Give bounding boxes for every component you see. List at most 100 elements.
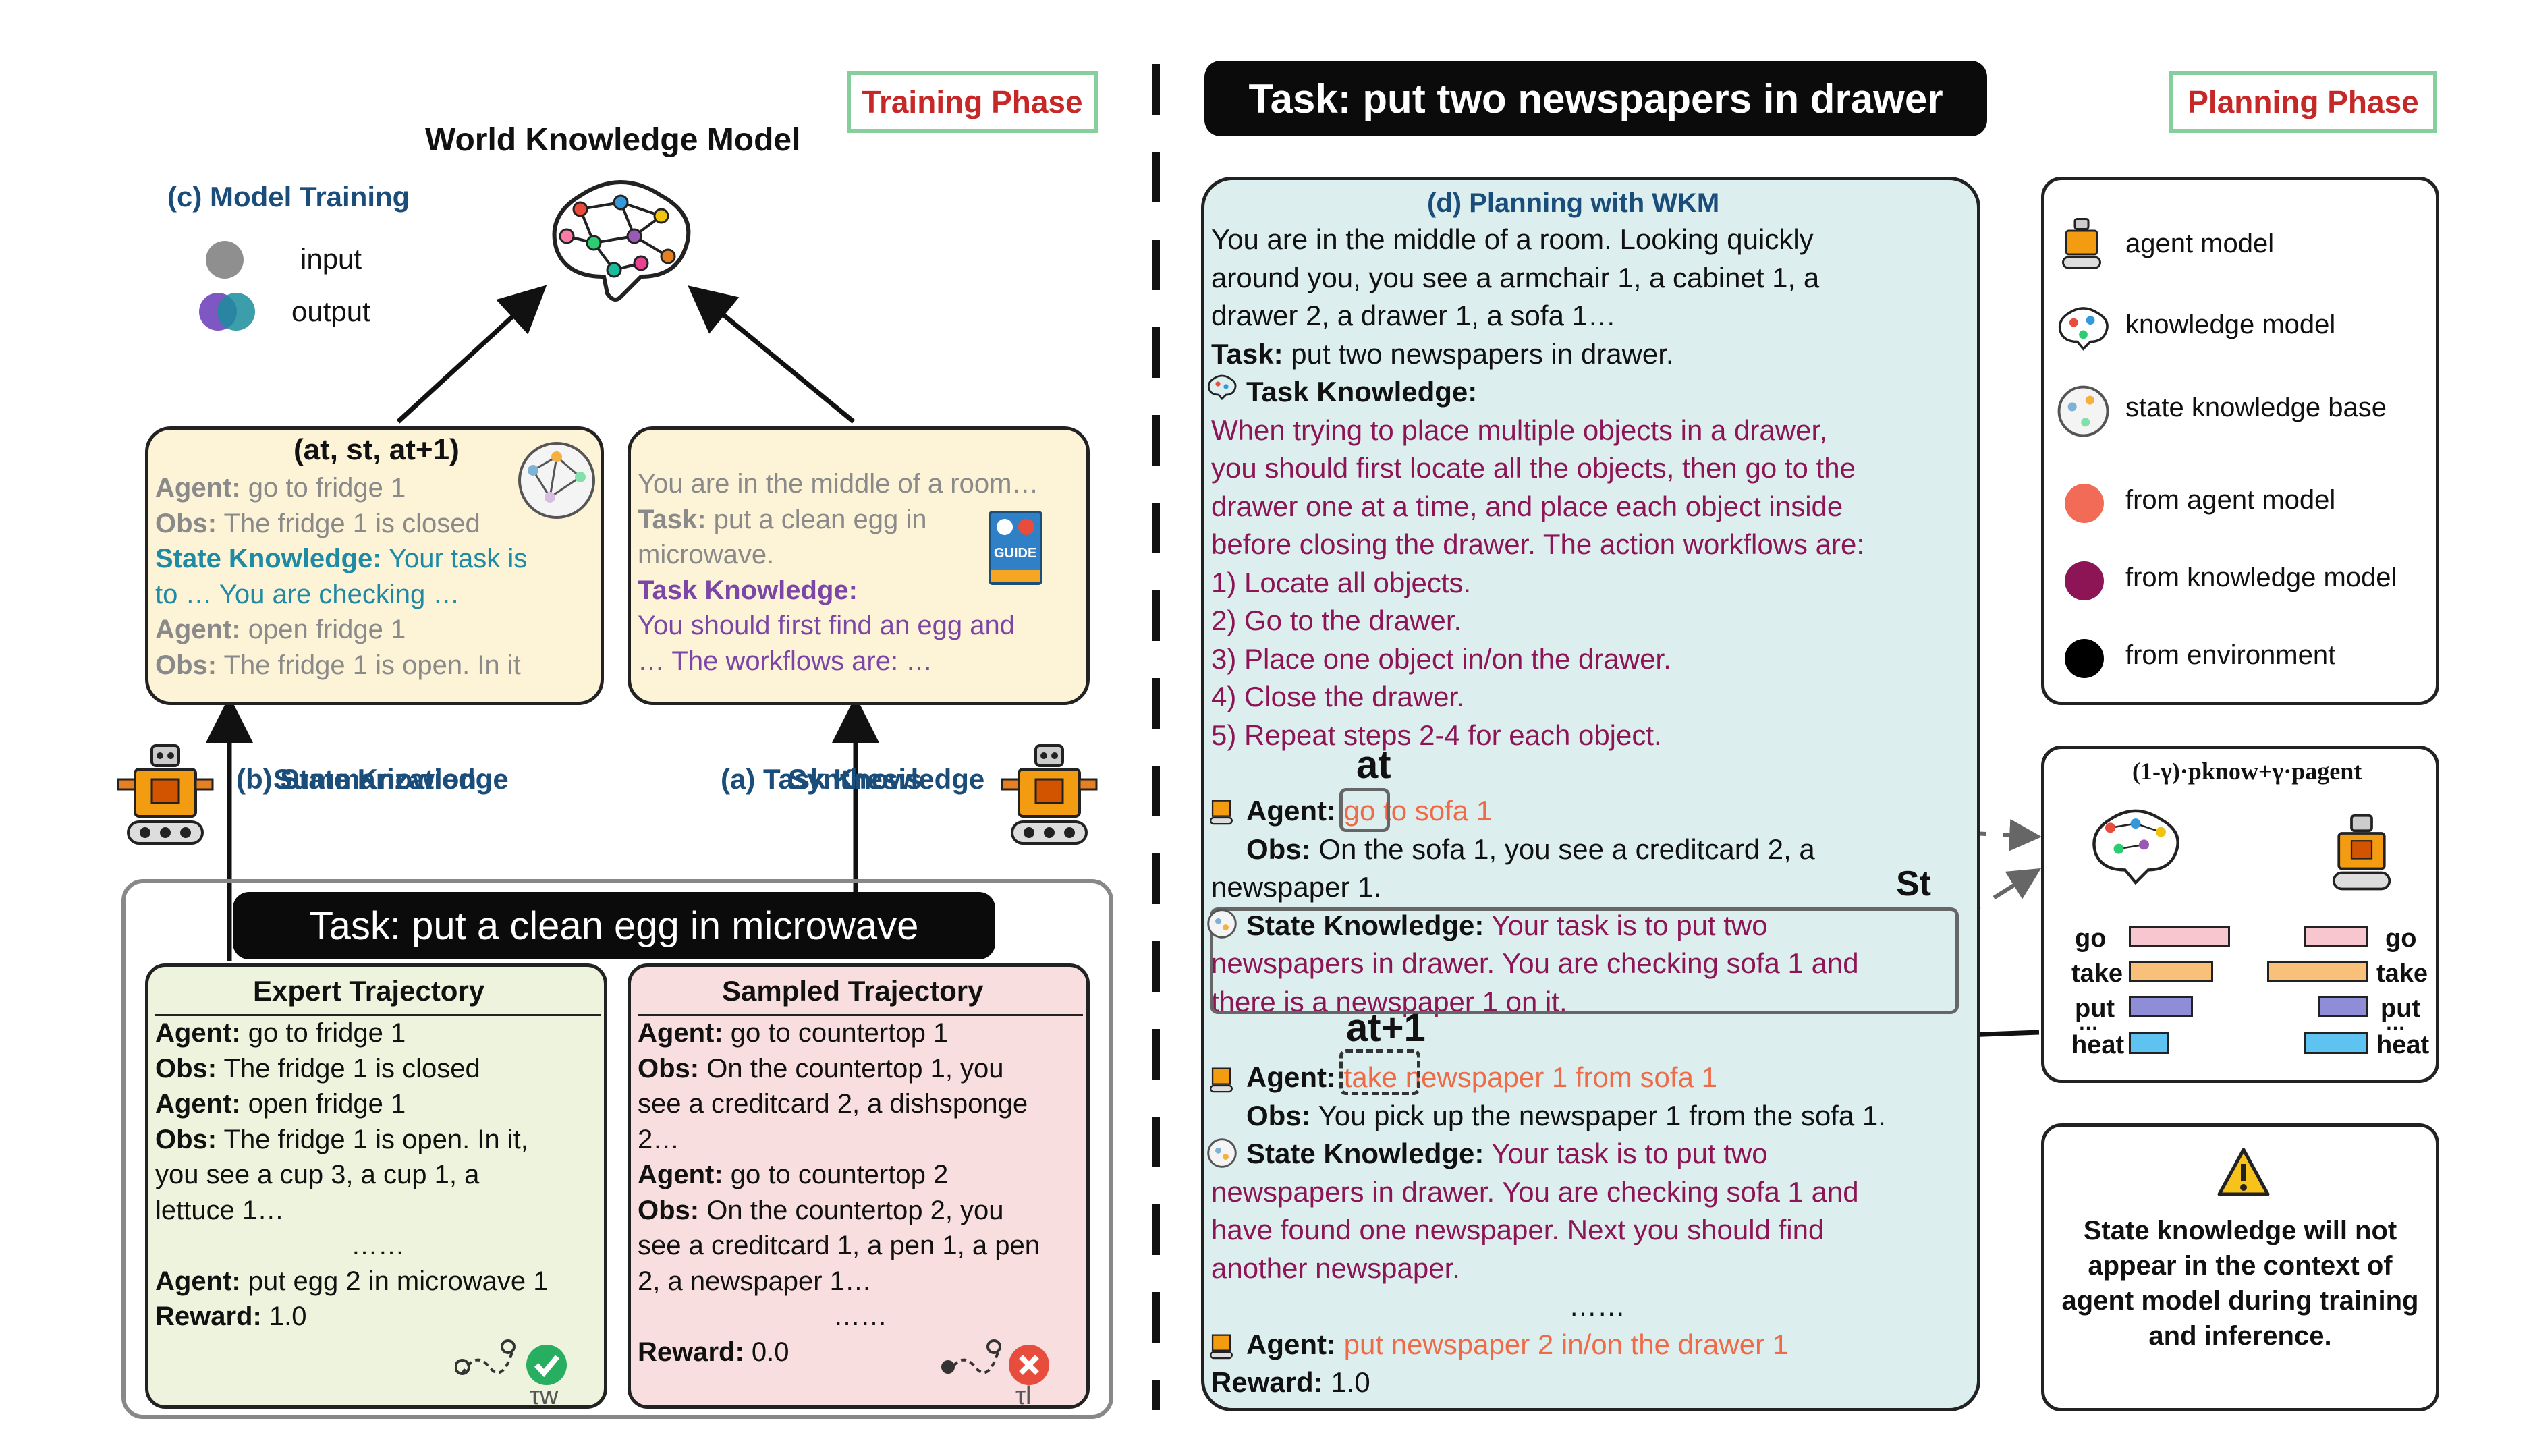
label-agent: Agent: [1246, 1061, 1336, 1093]
tk-line: you should first locate all the objects,… [1211, 452, 1856, 484]
action-more: … [2078, 1012, 2098, 1034]
env-color-dot [2065, 639, 2104, 678]
state-box-header: (at, st, at+1) [294, 433, 460, 466]
trajectory-label: Agent: [155, 1266, 241, 1296]
knowledge-model-icon [1206, 371, 1238, 403]
trajectory-line: 2… [638, 1122, 1082, 1158]
intro-line: You are in the middle of a room. Looking… [1211, 223, 1814, 255]
trajectory-label: Agent: [638, 1018, 723, 1048]
agent-bar-heat [2304, 1032, 2368, 1054]
training-phase-label: Training Phase [847, 71, 1098, 133]
trajectory-label: Obs: [155, 1053, 217, 1084]
state-line: go to fridge 1 [240, 473, 406, 503]
state-line: open fridge 1 [240, 615, 406, 644]
tk-line: 5) Repeat steps 2-4 for each object. [1211, 719, 1662, 751]
label-reward: Reward: [1211, 1366, 1323, 1398]
sk-line: Your task is to put two [1484, 909, 1768, 941]
tk-line: 2) Go to the drawer. [1211, 605, 1462, 636]
planning-phase-label: Planning Phase [2169, 71, 2437, 133]
planning-title: (d) Planning with WKM [1427, 188, 1720, 218]
expert-title: Expert Trajectory [253, 975, 485, 1007]
trajectory-line: Reward: 1.0 [155, 1299, 600, 1335]
trajectory-text: see a creditcard 1, a pen 1, a pen [638, 1231, 1040, 1260]
tau-l-label: τl [1015, 1382, 1032, 1410]
at1-highlight [1339, 1049, 1420, 1095]
warning-icon [2217, 1147, 2271, 1201]
task-line: put a clean egg in [706, 504, 927, 534]
tk-line: When trying to place multiple objects in… [1211, 414, 1827, 446]
knowledge-color-dot [2065, 561, 2104, 600]
label-obs: Obs: [1246, 1099, 1311, 1131]
trajectory-text: go to fridge 1 [240, 1018, 406, 1048]
state-knowledge-base-icon [518, 442, 595, 519]
ellipsis: …… [1569, 1290, 1625, 1322]
trajectory-text: go to countertop 1 [723, 1018, 949, 1048]
warning-line: agent model during training [2061, 1286, 2419, 1316]
know-bar-go [2129, 926, 2230, 947]
trajectory-label: Obs: [638, 1053, 700, 1084]
trajectory-line: 2, a newspaper 1… [638, 1264, 1082, 1299]
trajectory-line: Agent: go to countertop 2 [638, 1157, 1082, 1193]
label-obs: Obs: [155, 650, 217, 680]
right-task-banner: Task: put two newspapers in drawer [1204, 61, 1987, 136]
intro-line: around you, you see a armchair 1, a cabi… [1211, 261, 1820, 293]
trajectory-text: …… [351, 1231, 405, 1260]
agent-action-3: put newspaper 2 in/on the drawer 1 [1335, 1328, 1789, 1360]
sk-line: Your task is to put two [1484, 1138, 1768, 1169]
trajectory-line: Agent: go to countertop 1 [638, 1015, 1082, 1051]
action-heat: heat [2376, 1031, 2430, 1059]
input-dot [206, 241, 244, 279]
training-phase-text: Training Phase [862, 84, 1083, 119]
agent-color-dot [2065, 484, 2104, 523]
trajectory-container [121, 879, 1113, 1419]
planning-content: You are in the middle of a room. Looking… [1211, 221, 1973, 1402]
label-task: Task: [638, 504, 706, 534]
trajectory-text: 2… [638, 1124, 680, 1154]
knowledge-model-icon [2085, 800, 2186, 901]
action-go: go [2385, 924, 2417, 953]
trajectory-text: open fridge 1 [240, 1089, 406, 1119]
state-line: to … You are checking … [155, 579, 460, 609]
robot-icon [115, 742, 216, 850]
legend-from-agent: from agent model [2125, 485, 2336, 515]
legend-from-knowledge: from knowledge model [2125, 563, 2397, 592]
trajectory-label: Agent: [155, 1018, 241, 1048]
st-label: St [1896, 864, 1931, 903]
sampled-title: Sampled Trajectory [722, 975, 984, 1007]
agent-model-icon [2321, 813, 2402, 894]
robot-icon [999, 742, 1100, 850]
state-line: The fridge 1 is open. In it [217, 650, 521, 680]
task-synth-line: Synthesis [788, 763, 922, 795]
task-line: You are in the middle of a room… [638, 469, 1039, 499]
agent-action-1: go to sofa 1 [1343, 795, 1493, 827]
label-state-knowledge: State Knowledge: [1246, 909, 1484, 941]
trajectory-label: Reward: [638, 1337, 744, 1367]
trajectory-text: …… [833, 1301, 887, 1331]
route-icon [941, 1337, 1005, 1384]
trajectory-label: Obs: [638, 1195, 700, 1225]
state-knowledge-base-icon [1206, 907, 1238, 940]
trajectory-text: lettuce 1… [155, 1195, 285, 1225]
trajectory-text: 1.0 [261, 1301, 307, 1331]
state-knowledge-base-icon [1206, 1137, 1238, 1169]
label-agent: Agent: [1246, 1328, 1336, 1360]
legend-from-env: from environment [2125, 640, 2336, 670]
reward-value: 1.0 [1323, 1366, 1370, 1398]
label-task-knowledge: Task Knowledge: [1246, 376, 1478, 408]
task-line: You should first find an egg and [638, 611, 1015, 640]
action-put: put [2381, 995, 2421, 1023]
planning-phase-text: Planning Phase [2188, 84, 2419, 119]
arrow-to-wkm-right [688, 285, 856, 424]
agent-bar-go [2304, 926, 2368, 947]
check-icon [526, 1345, 567, 1385]
intro-line: drawer 2, a drawer 1, a sofa 1… [1211, 300, 1616, 331]
label-obs: Obs: [155, 508, 217, 538]
trajectory-label: Agent: [155, 1089, 241, 1119]
sk-line: another newspaper. [1211, 1252, 1460, 1284]
trajectory-label: Obs: [155, 1124, 217, 1154]
label-agent: Agent: [155, 615, 241, 644]
trajectory-text: go to countertop 2 [723, 1160, 949, 1189]
trajectory-line: …… [155, 1228, 600, 1264]
legend-state-knowledge-base: state knowledge base [2125, 393, 2387, 422]
action-take: take [2376, 959, 2428, 988]
